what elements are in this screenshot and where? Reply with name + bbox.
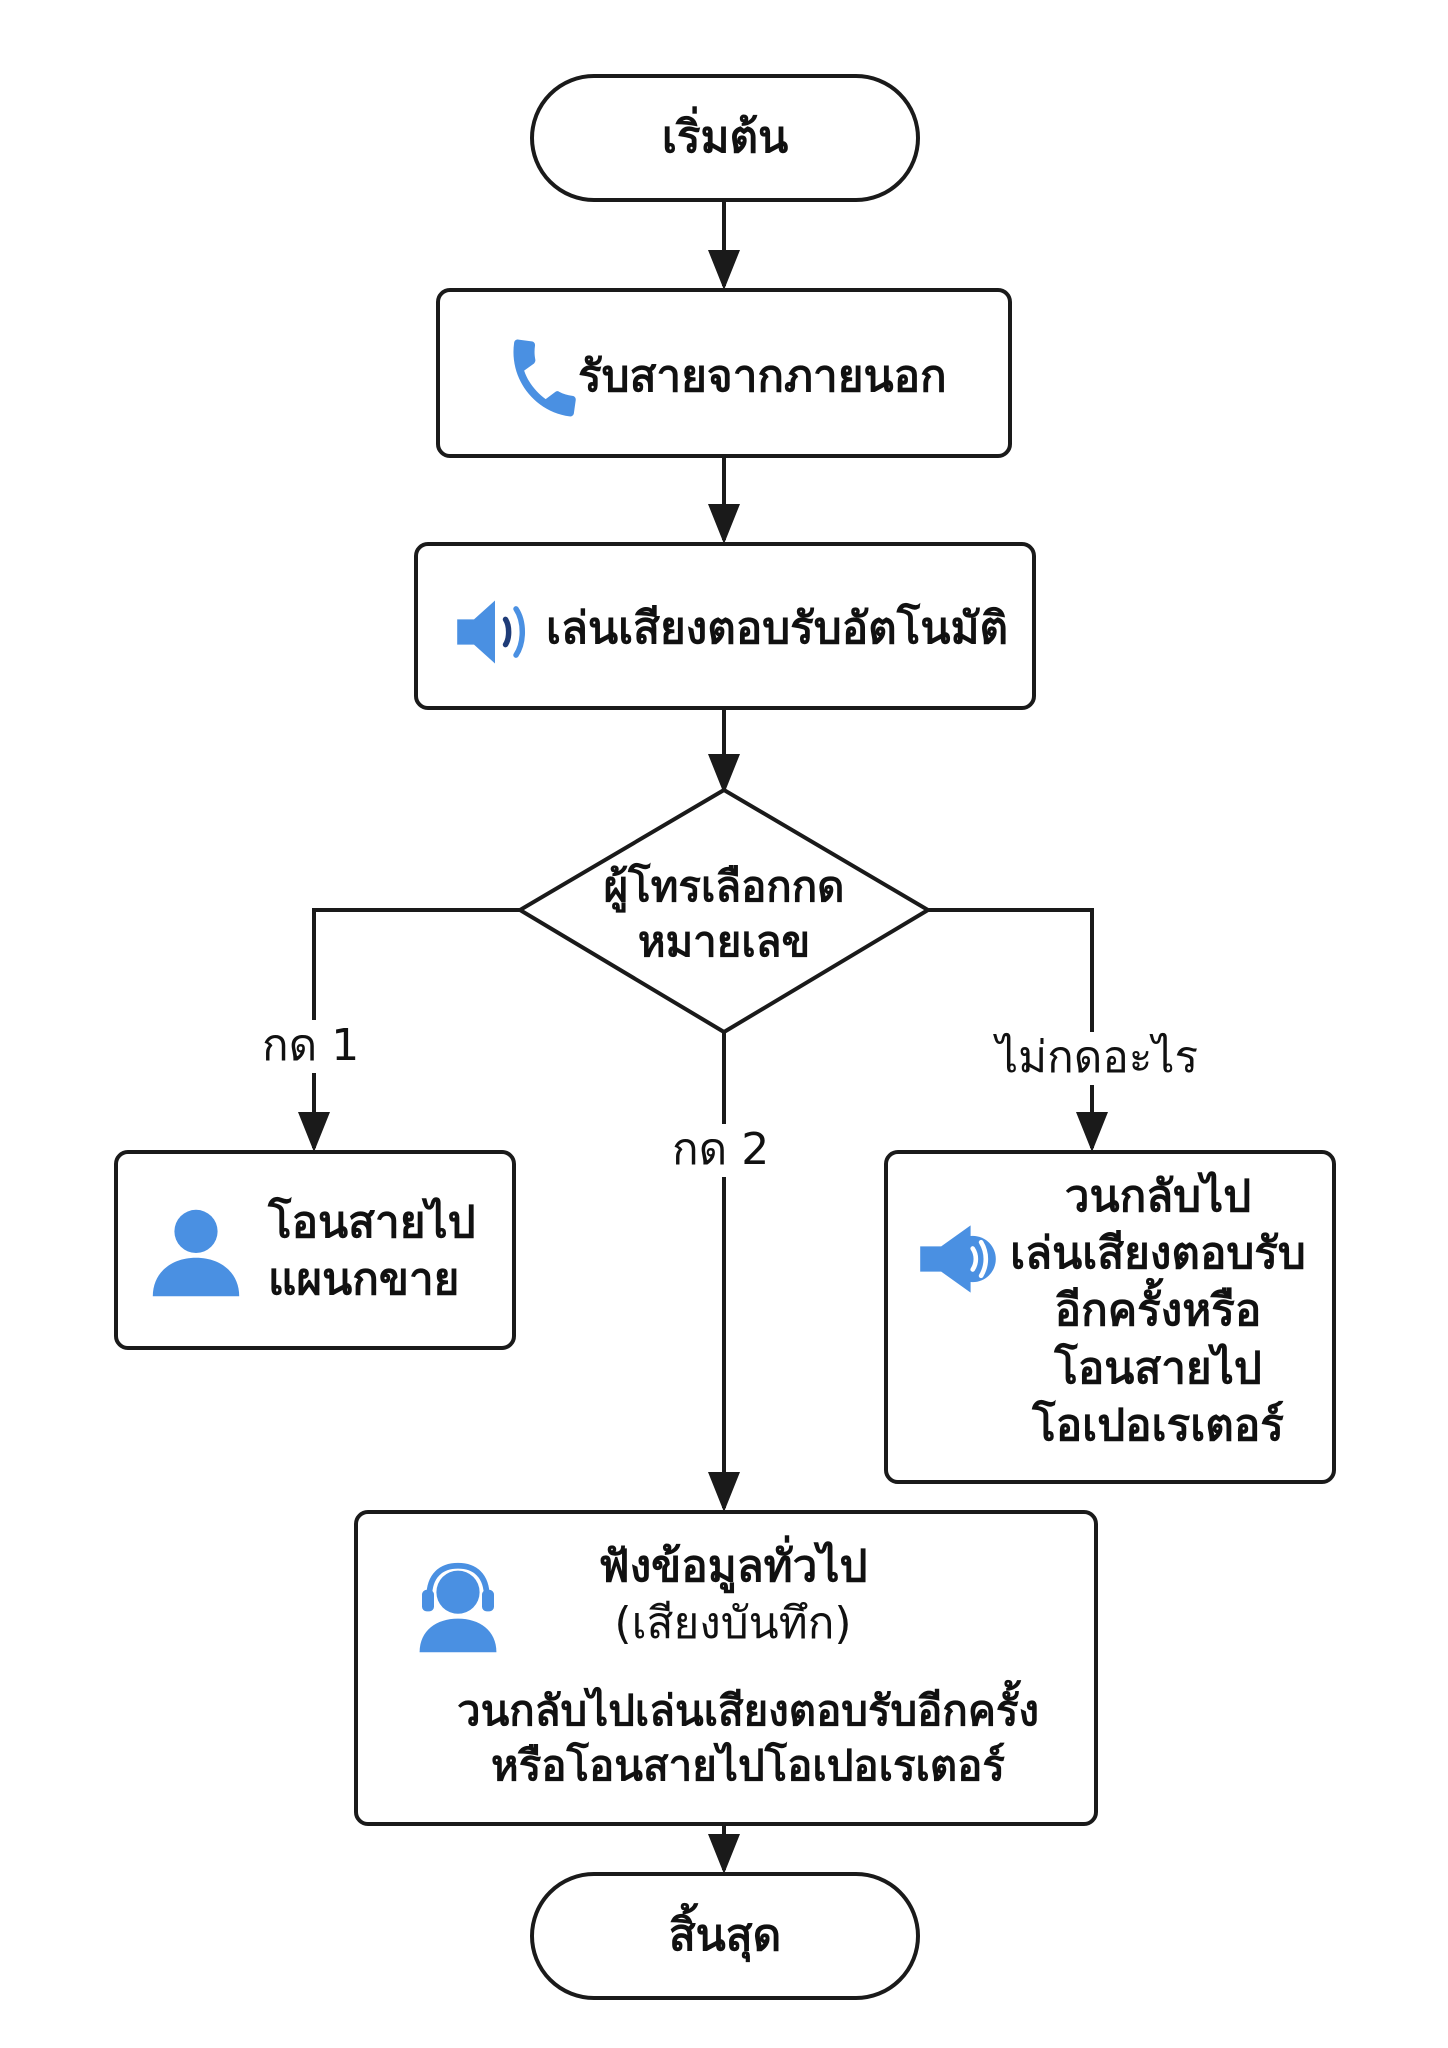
edge-label-press-2: กด 2 [666, 1124, 776, 1177]
general-info-node: ฟังข้อมูลทั่วไป (เสียงบันทึก) วนกลับไปเล… [354, 1510, 1098, 1826]
loop-line-4: โอนสายไป [1054, 1342, 1262, 1394]
transfer-sales-line-1: โอนสายไป [268, 1197, 476, 1248]
loop-line-2: เล่นเสียงตอบรับ [1010, 1228, 1306, 1280]
edge-label-press-1: กด 1 [256, 1020, 366, 1073]
general-info-body-1: วนกลับไปเล่นเสียงตอบรับอีกครั้ง [456, 1686, 1039, 1735]
start-node: เริ่มต้น [530, 74, 920, 202]
loop-line-5: โอเปอเรเตอร์ [1032, 1399, 1284, 1451]
end-node: สิ้นสุด [530, 1872, 920, 2000]
general-info-title-1: ฟังข้อมูลทั่วไป [598, 1541, 868, 1592]
start-label: เริ่มต้น [661, 112, 789, 164]
edge-label-press-nothing: ไม่กดอะไร [990, 1032, 1205, 1085]
loop-or-operator-node: วนกลับไป เล่นเสียงตอบรับ อีกครั้งหรือ โอ… [884, 1150, 1336, 1484]
loop-line-3: อีกครั้งหรือ [1054, 1285, 1262, 1337]
transfer-sales-line-2: แผนกขาย [268, 1254, 460, 1306]
decision-diamond [516, 787, 932, 1035]
general-info-title-2: (เสียงบันทึก) [614, 1598, 852, 1650]
arrow-decision-to-loop [928, 908, 1108, 1152]
phone-icon [513, 339, 576, 417]
receive-call-node: รับสายจากภายนอก [436, 288, 1012, 458]
decision-label-line-2: หมายเลข [637, 916, 811, 966]
decision-label-line-1: ผู้โทรเลือกกด [603, 862, 845, 911]
loop-line-1: วนกลับไป [1064, 1171, 1252, 1222]
general-info-body-2: หรือโอนสายไปโอเปอเรเตอร์ [491, 1740, 1005, 1790]
decision-node: ผู้โทรเลือกกด หมายเลข [560, 860, 888, 969]
play-greeting-label: เล่นเสียงตอบรับอัตโนมัติ [546, 603, 1009, 654]
transfer-sales-node: โอนสายไป แผนกขาย [114, 1150, 516, 1350]
headset-person-icon [419, 1562, 497, 1653]
speaker-icon [920, 1225, 996, 1293]
end-label: สิ้นสุด [668, 1910, 782, 1962]
play-greeting-node: เล่นเสียงตอบรับอัตโนมัติ [414, 542, 1036, 710]
receive-call-label: รับสายจากภายนอก [578, 351, 947, 402]
speaker-icon [457, 600, 526, 664]
person-icon [152, 1209, 240, 1297]
